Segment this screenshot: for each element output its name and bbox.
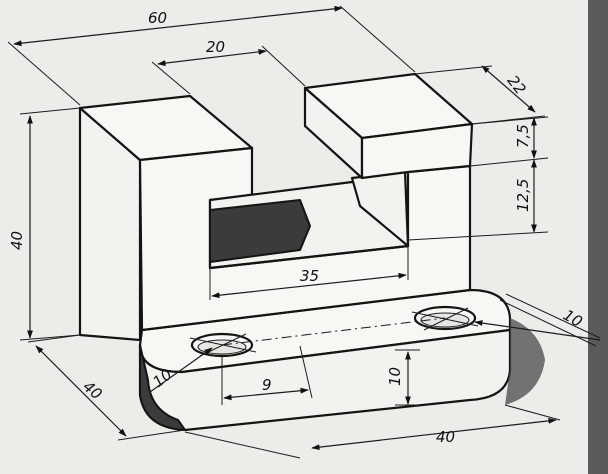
dim-line-60 [13, 5, 343, 47]
hole-axis-line [221, 317, 446, 346]
right-hole-cross [411, 307, 479, 331]
dim-line-10-right-hole [474, 320, 601, 341]
window-dark-floor [209, 199, 311, 263]
ext-base-depth-top [27, 334, 81, 343]
left-hole-inner [197, 339, 247, 355]
dim-label-20: 20 [206, 38, 225, 56]
ext-20-left [151, 61, 191, 95]
dim-label-35: 35 [300, 267, 319, 285]
right-dark-edge [588, 0, 608, 474]
dim-line-10-left-hole [149, 347, 213, 393]
right-block-front-face [360, 122, 474, 180]
dim-label-60: 60 [148, 9, 167, 27]
dim-label-10-thickness: 10 [386, 367, 404, 386]
ext-60-left [7, 41, 81, 106]
window-floor-line [209, 244, 409, 270]
ext-40-bottom [19, 334, 81, 341]
dim-label-40-vertical: 40 [8, 231, 26, 250]
hatch-lines-right-hole [499, 293, 601, 347]
dim-label-12-5: 12,5 [514, 179, 532, 212]
dim-line-40-base-depth [35, 345, 127, 437]
ext-9-right [299, 345, 313, 399]
ext-22-top [414, 65, 493, 75]
ext-20-right [261, 45, 306, 87]
dim-line-40-base-length [311, 417, 557, 451]
ext-base-depth-bottom [117, 429, 186, 441]
dim-label-7-5: 7,5 [514, 124, 532, 148]
ext-base-length-left [184, 431, 301, 459]
dim-label-40-base-length: 40 [436, 428, 455, 446]
ext-right-bottom [407, 231, 549, 241]
base-right-shadow [505, 318, 545, 405]
dim-line-35 [211, 272, 407, 299]
ext-40-top [19, 107, 81, 115]
dim-line-20 [157, 48, 267, 67]
ext-base-length-right [504, 404, 561, 421]
dim-line-9 [223, 387, 309, 401]
ext-60-right [339, 5, 416, 73]
dim-label-9: 9 [262, 376, 272, 394]
dim-line-22 [481, 65, 536, 113]
